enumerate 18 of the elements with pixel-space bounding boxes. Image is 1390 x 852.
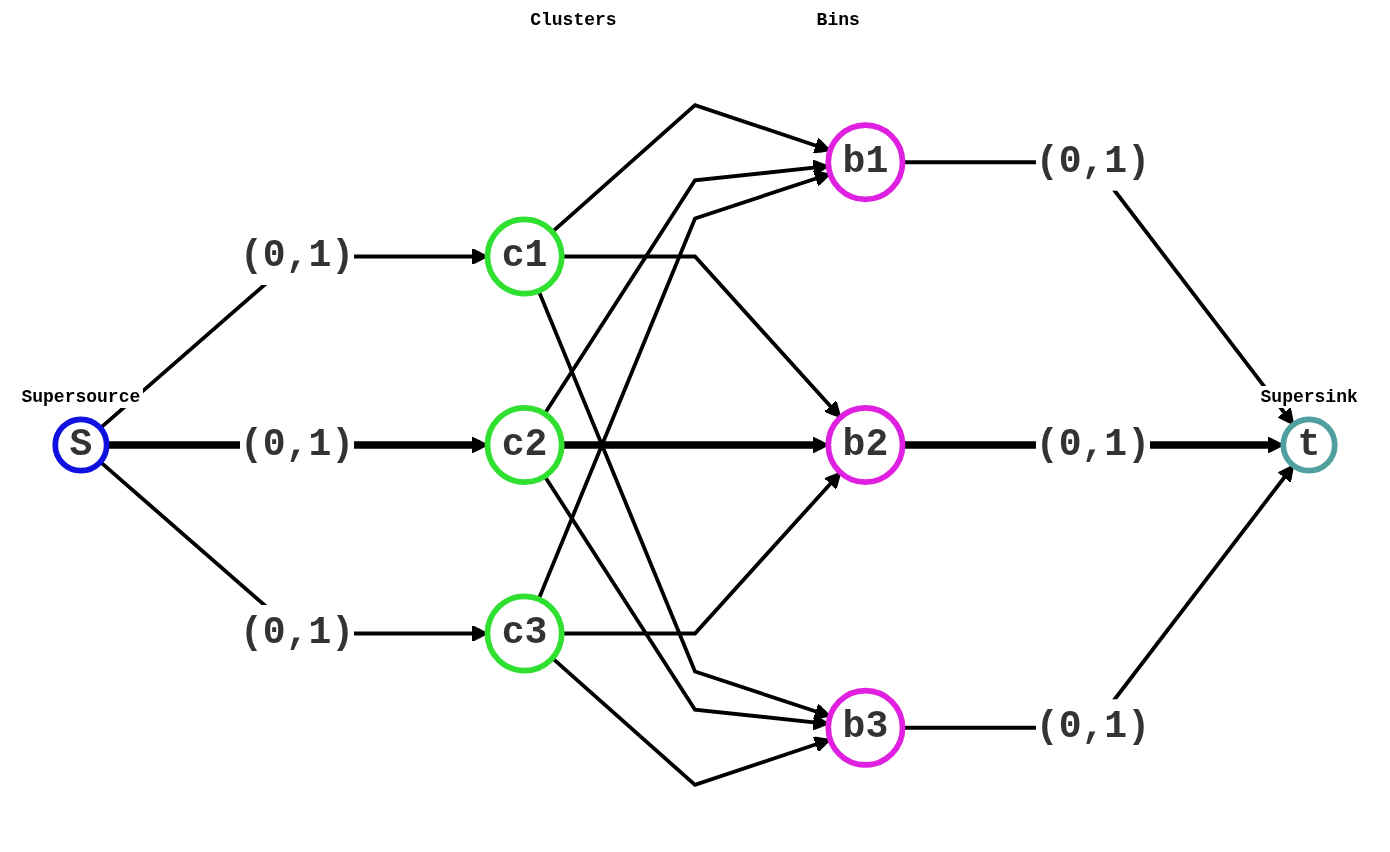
node-caption: Supersink (1257, 386, 1361, 409)
node-circle: S (52, 416, 110, 474)
node-circle: b3 (825, 687, 906, 768)
edge-label: (0,1) (239, 422, 355, 466)
node-circle: b1 (825, 122, 906, 203)
edge-label: (0,1) (1035, 422, 1151, 466)
column-heading: Clusters (530, 10, 617, 30)
node-circle: t (1280, 416, 1338, 474)
node-circle: c1 (484, 216, 565, 297)
edge-label: (0,1) (239, 610, 355, 655)
node-circle: c3 (484, 593, 565, 674)
edge-label: (0,1) (1035, 704, 1151, 749)
edge-label: (0,1) (1035, 139, 1151, 184)
node-circle: b2 (825, 405, 906, 485)
edge-label: (0,1) (239, 233, 355, 278)
column-heading: Bins (816, 10, 860, 30)
node-circle: c2 (484, 405, 565, 485)
node-caption: Supersource (18, 386, 144, 409)
